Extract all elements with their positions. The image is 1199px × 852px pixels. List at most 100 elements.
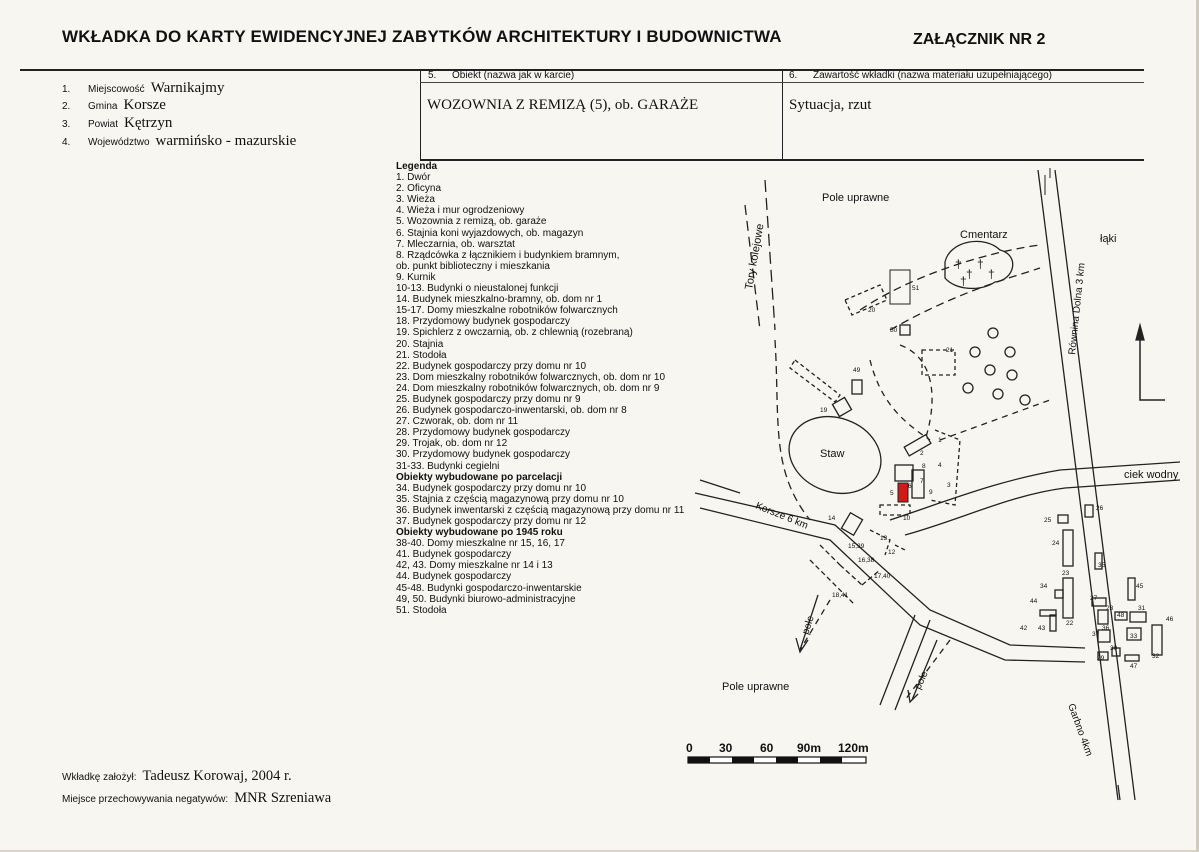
scale-bar — [687, 756, 867, 764]
building-number: 15,39 — [848, 543, 865, 550]
svg-text:†: † — [955, 257, 962, 271]
building-number: 19 — [820, 407, 828, 414]
legend-item: 5. Wozownia z remizą, ob. garaże — [396, 216, 547, 228]
building-number: 35 — [1098, 562, 1106, 569]
scale-label: 120m — [838, 741, 869, 755]
legend-item: ob. punkt biblioteczny i mieszkania — [396, 260, 550, 272]
label-field-bottom: Pole uprawne — [722, 681, 789, 693]
building-number: 43 — [1038, 625, 1046, 632]
building-number: 45 — [1136, 583, 1144, 590]
legend-item: 24. Dom mieszkalny robotników folwarczny… — [396, 382, 660, 394]
building-number: 34 — [1040, 583, 1048, 590]
svg-text:†: † — [960, 274, 967, 288]
building-number: 25 — [1044, 517, 1052, 524]
legend-item: 19. Spichlerz z owczarnią, ob. z chlewni… — [396, 327, 633, 339]
header-bottom-rule — [420, 159, 1144, 161]
scale-label: 0 — [686, 741, 693, 755]
footer-author: Wkładkę założył:Tadeusz Korowaj, 2004 r. — [62, 768, 292, 784]
building-number: 4 — [938, 462, 942, 469]
legend-item: 49, 50. Budynki biurowo-administracyjne — [396, 593, 576, 605]
legend-item: 28. Przydomowy budynek gospodarczy — [396, 427, 570, 439]
building-number: 12 — [888, 549, 896, 556]
stream-line — [889, 461, 1181, 521]
legend-title: Legenda — [396, 161, 438, 172]
building-number: 1 — [938, 437, 942, 444]
building-number: 3 — [947, 482, 951, 489]
building-number: 48 — [1117, 612, 1125, 619]
legend-item: 31-33. Budynki cegielni — [396, 460, 500, 472]
legend-item: 35. Stajnia z częścią magazynową przy do… — [396, 493, 624, 505]
legend-section-parcellation: Obiekty wybudowane po parcelacji — [396, 471, 563, 483]
legend-item: 36. Budynek inwentarski z częścią magazy… — [396, 504, 685, 516]
legend-item: 7. Mleczarnia, ob. warsztat — [396, 238, 515, 250]
object-box-label: 5.Obiekt (nazwa jak w karcie) — [428, 70, 575, 81]
legend-item: 4. Wieża i mur ogrodzeniowy — [396, 205, 525, 217]
north-arrow — [1139, 330, 1165, 401]
header-top-rule — [20, 69, 1144, 71]
cemetery-outline — [944, 240, 1014, 289]
road-south-a — [879, 614, 916, 706]
building-number: 10 — [903, 515, 911, 522]
divider-object-box — [420, 70, 421, 160]
object-name: WOZOWNIA Z REMIZĄ (5), ob. GARAŻE — [427, 97, 699, 113]
building-number: 18,41 — [832, 592, 849, 599]
scale-label: 90m — [797, 741, 821, 755]
scale-label: 30 — [719, 741, 733, 755]
building-number: 7 — [920, 478, 924, 485]
building-number: 46 — [1166, 616, 1174, 623]
label-row-rule — [420, 82, 1144, 83]
building-number: 30 — [1110, 645, 1118, 652]
legend-item: 20. Stajnia — [396, 338, 444, 350]
legend-item: 10-13. Budynki o nieustalonej funkcji — [396, 283, 559, 295]
legend-item: 3. Wieża — [396, 194, 435, 206]
divider-contents-box — [782, 70, 783, 160]
building-number: 16,38 — [858, 557, 875, 564]
building-number: 36 — [1102, 625, 1110, 632]
legend-item: 38-40. Domy mieszkalne nr 15, 16, 17 — [396, 538, 565, 550]
legend-item: 51. Stodoła — [396, 604, 447, 616]
legend-item: 21. Stodoła — [396, 349, 447, 361]
building-number: 50 — [890, 327, 898, 334]
legend-item: 37. Budynek gospodarczy przy domu nr 12 — [396, 516, 587, 527]
highlighted-building-5 — [897, 482, 909, 503]
annex-number: ZAŁĄCZNIK NR 2 — [913, 31, 1046, 48]
legend-item: 42, 43. Domy mieszkalne nr 14 i 13 — [396, 560, 553, 572]
building-number: 22 — [1066, 620, 1074, 627]
building-number: 2 — [920, 450, 924, 457]
building-number: 27 — [1090, 595, 1098, 602]
building-number: 17,40 — [874, 573, 891, 580]
contents-value: Sytuacja, rzut — [789, 97, 872, 113]
legend-item: 30. Przydomowy budynek gospodarczy — [396, 449, 570, 461]
building-number: 49 — [853, 367, 861, 374]
building-number: 20 — [868, 307, 876, 314]
svg-text:†: † — [977, 257, 984, 271]
label-meadows: łąki — [1100, 233, 1117, 245]
legend-item: 2. Oficyna — [396, 183, 442, 195]
legend-item: 15-17. Domy mieszkalne robotników folwar… — [396, 305, 618, 317]
building-number: 32 — [1152, 653, 1160, 660]
scale-label: 60 — [760, 741, 774, 755]
building-number: 6 — [908, 483, 912, 490]
legend-item: 27. Czworak, ob. dom nr 11 — [396, 416, 519, 428]
building-number: 26 — [1096, 505, 1104, 512]
legend-item: 45-48. Budynki gospodarczo-inwentarskie — [396, 582, 582, 594]
legend-item: 22. Budynek gospodarczy przy domu nr 10 — [396, 360, 587, 372]
legend-item: 6. Stajnia koni wyjazdowych, ob. magazyn — [396, 227, 584, 239]
legend-item: 34. Budynek gospodarczy przy domu nr 10 — [396, 482, 587, 494]
building-number: 37 — [1092, 631, 1100, 638]
footer-storage: Miejsce przechowywania negatywów:MNR Szr… — [62, 790, 332, 806]
document-title: WKŁADKA DO KARTY EWIDENCYJNEJ ZABYTKÓW A… — [62, 27, 782, 46]
building-number: 28 — [1106, 605, 1114, 612]
building-number: 33 — [1130, 633, 1138, 640]
label-field-top: Pole uprawne — [822, 192, 889, 204]
road-main-line-a — [1037, 169, 1119, 801]
